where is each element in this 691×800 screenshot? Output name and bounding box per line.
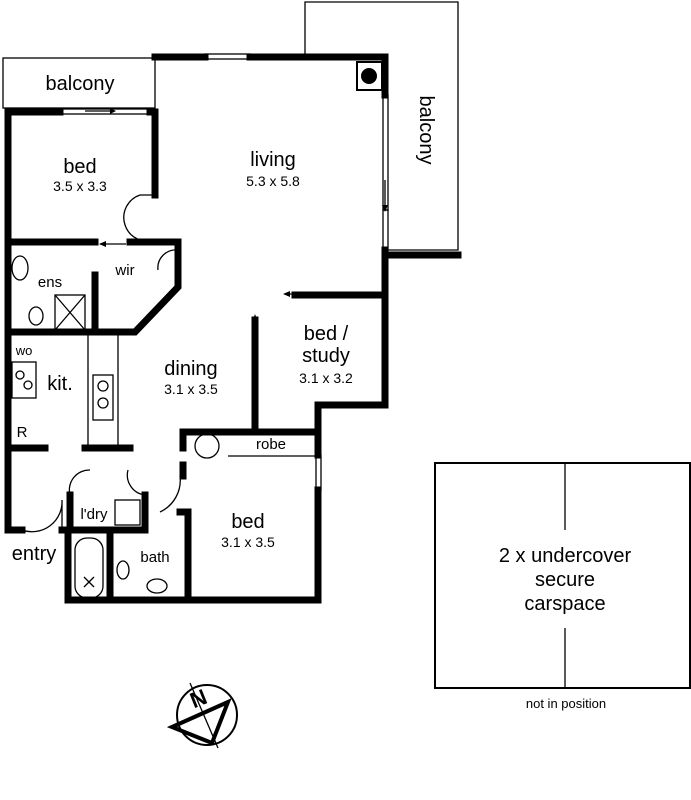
walls (4, 53, 462, 604)
bed3-size: 3.1 x 3.5 (221, 534, 275, 550)
windows (59, 53, 389, 491)
balcony-left-outline (2, 57, 156, 109)
balcony-left-label: balcony (46, 73, 115, 95)
wo-label: wo (15, 343, 33, 358)
north-compass-icon (166, 682, 238, 749)
fridge-label: R (17, 424, 28, 441)
dining-label: dining (164, 358, 217, 380)
sliding-door-arrows (85, 108, 388, 340)
living-label: living (250, 149, 296, 171)
entry-label: entry (12, 543, 56, 565)
bed-study-label-2: study (302, 345, 350, 367)
flue-box (356, 61, 383, 91)
column-wall (346, 53, 389, 99)
bed3-label: bed (231, 511, 264, 533)
bath-label: bath (140, 549, 169, 566)
fixtures (11, 255, 315, 599)
door-swings (21, 194, 181, 533)
carspace-note: not in position (526, 696, 606, 711)
ens-label: ens (38, 274, 62, 291)
wir-label: wir (114, 262, 134, 279)
carspace-line1: 2 x undercover (499, 545, 632, 567)
robe-label: robe (256, 436, 286, 453)
dining-size: 3.1 x 3.5 (164, 381, 218, 397)
bed-study-label-1: bed / (304, 323, 349, 345)
carspace-line2: secure (535, 569, 595, 591)
bed1-label: bed (63, 156, 96, 178)
kitchen-label: kit. (47, 373, 73, 395)
laundry-label: l'dry (80, 506, 108, 523)
living-size: 5.3 x 5.8 (246, 173, 300, 189)
carspace-line3: carspace (524, 593, 605, 615)
balcony-right-outline (304, 1, 459, 251)
carspace-outline (434, 462, 691, 689)
compass-letter: N (186, 684, 210, 713)
balcony-right-label: balcony (415, 96, 437, 165)
bed-study-size: 3.1 x 3.2 (299, 370, 353, 386)
flue-icon (361, 68, 377, 84)
bed1-size: 3.5 x 3.3 (53, 178, 107, 194)
